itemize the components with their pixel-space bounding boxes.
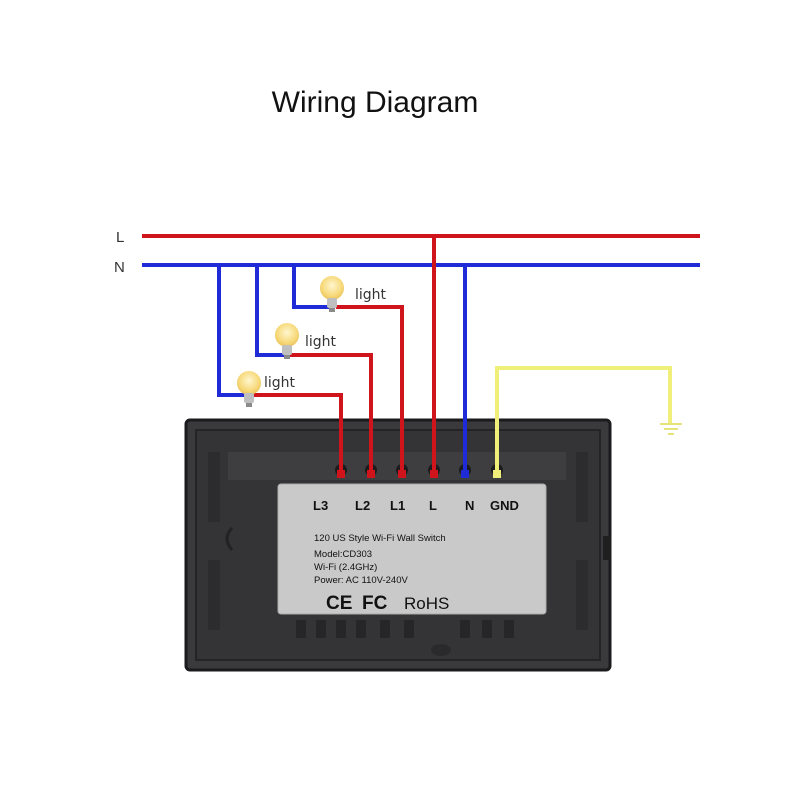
diagram-title: Wiring Diagram xyxy=(271,86,479,119)
sticker-power-line: Power: AC 110V-240V xyxy=(314,575,408,586)
switch-sticker xyxy=(277,483,547,615)
load-wire-l1 xyxy=(336,305,404,474)
neutral-wire-light-2 xyxy=(255,265,284,357)
terminal-label-gnd: GND xyxy=(490,498,519,513)
terminal-label-l: L xyxy=(429,498,437,513)
bulb-icon xyxy=(275,323,299,359)
sticker-product-line: 120 US Style Wi-Fi Wall Switch xyxy=(314,533,446,544)
fc-mark: FC xyxy=(362,593,388,614)
bulb-icon xyxy=(320,276,344,312)
live-line-label: L xyxy=(116,229,124,246)
neutral-line-label: N xyxy=(114,259,125,276)
bulb-icon xyxy=(237,371,261,407)
ce-mark: CE xyxy=(326,593,352,614)
terminal-label-l2: L2 xyxy=(355,498,370,513)
ground-wire xyxy=(495,366,672,474)
terminal-contacts xyxy=(337,470,501,478)
sticker-model-line: Model:CD303 xyxy=(314,549,372,560)
light-label-3: light xyxy=(264,375,296,391)
sticker-wifi-line: Wi-Fi (2.4GHz) xyxy=(314,562,377,573)
rohs-mark: RoHS xyxy=(404,594,449,613)
load-wire-l3 xyxy=(252,393,343,474)
terminal-label-l1: L1 xyxy=(390,498,405,513)
neutral-wire-light-3 xyxy=(217,265,246,397)
neutral-wire-light-1 xyxy=(292,265,330,309)
terminal-label-n: N xyxy=(465,498,474,513)
terminal-label-l3: L3 xyxy=(313,498,328,513)
light-label-2: light xyxy=(305,334,337,350)
ground-symbol-icon xyxy=(660,423,682,435)
light-label-1: light xyxy=(355,287,387,303)
load-wire-l2 xyxy=(290,353,373,474)
